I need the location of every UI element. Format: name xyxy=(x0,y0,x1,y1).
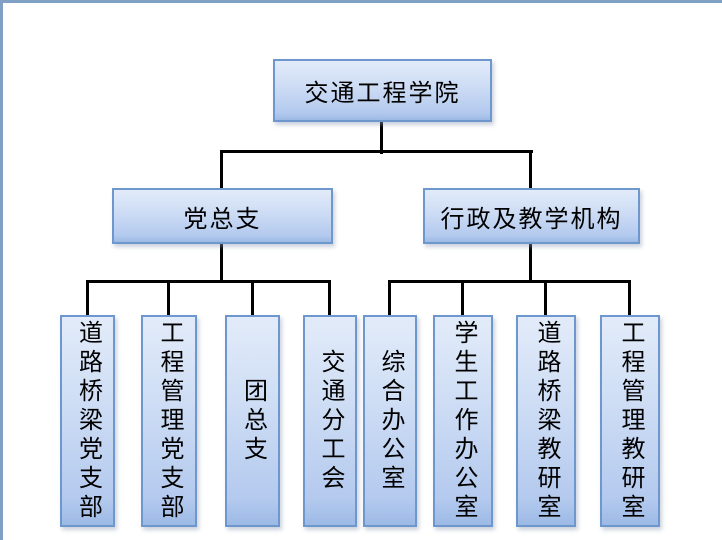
node-leaf-label: 团总支 xyxy=(239,377,267,465)
node-leaf-road-bridge-party: 道路桥梁党支部 xyxy=(60,315,115,527)
node-leaf-label: 学生工作办公室 xyxy=(450,319,477,523)
connector-left-trunk xyxy=(220,244,223,283)
connector-leaf-drop-2 xyxy=(167,280,170,315)
page-edge-top xyxy=(0,0,722,3)
node-root-label: 交通工程学院 xyxy=(304,80,461,107)
node-leaf-label: 工程管理教研室 xyxy=(617,319,644,523)
connector-right-trunk xyxy=(529,244,532,283)
connector-leaf-drop-5 xyxy=(388,280,391,315)
connector-leaf-drop-4 xyxy=(328,280,331,315)
connector-leaf-drop-3 xyxy=(251,280,254,315)
node-branch-party: 党总支 xyxy=(112,188,333,244)
node-leaf-label: 道路桥梁教研室 xyxy=(533,319,560,523)
node-leaf-label: 综合办公室 xyxy=(377,348,404,494)
node-leaf-label: 道路桥梁党支部 xyxy=(74,319,102,523)
connector-left-bar xyxy=(86,280,331,283)
node-branch-admin-teaching-label: 行政及教学机构 xyxy=(440,205,623,233)
connector-leaf-drop-6 xyxy=(461,280,464,315)
node-branch-party-label: 党总支 xyxy=(183,205,262,233)
node-leaf-eng-mgmt-party: 工程管理党支部 xyxy=(141,315,197,527)
connector-level2-drop-right xyxy=(529,150,532,188)
node-leaf-youth-league: 团总支 xyxy=(225,315,280,527)
node-leaf-eng-mgmt-teaching: 工程管理教研室 xyxy=(600,315,660,527)
node-leaf-label: 工程管理党支部 xyxy=(156,319,183,523)
connector-leaf-drop-7 xyxy=(544,280,547,315)
node-leaf-student-affairs: 学生工作办公室 xyxy=(433,315,493,527)
connector-level2-drop-left xyxy=(220,150,223,188)
connector-leaf-drop-8 xyxy=(628,280,631,315)
connector-root-trunk xyxy=(380,122,383,154)
node-leaf-general-office: 综合办公室 xyxy=(363,315,417,527)
node-branch-admin-teaching: 行政及教学机构 xyxy=(423,188,640,244)
connector-leaf-drop-1 xyxy=(86,280,89,315)
node-root: 交通工程学院 xyxy=(273,59,492,122)
node-leaf-label: 交通分工会 xyxy=(317,348,344,494)
connector-level2-bar xyxy=(220,150,533,153)
node-leaf-union: 交通分工会 xyxy=(303,315,357,527)
page-edge-left xyxy=(0,0,3,540)
node-leaf-road-bridge-teaching: 道路桥梁教研室 xyxy=(516,315,576,527)
connector-right-bar xyxy=(388,280,631,283)
